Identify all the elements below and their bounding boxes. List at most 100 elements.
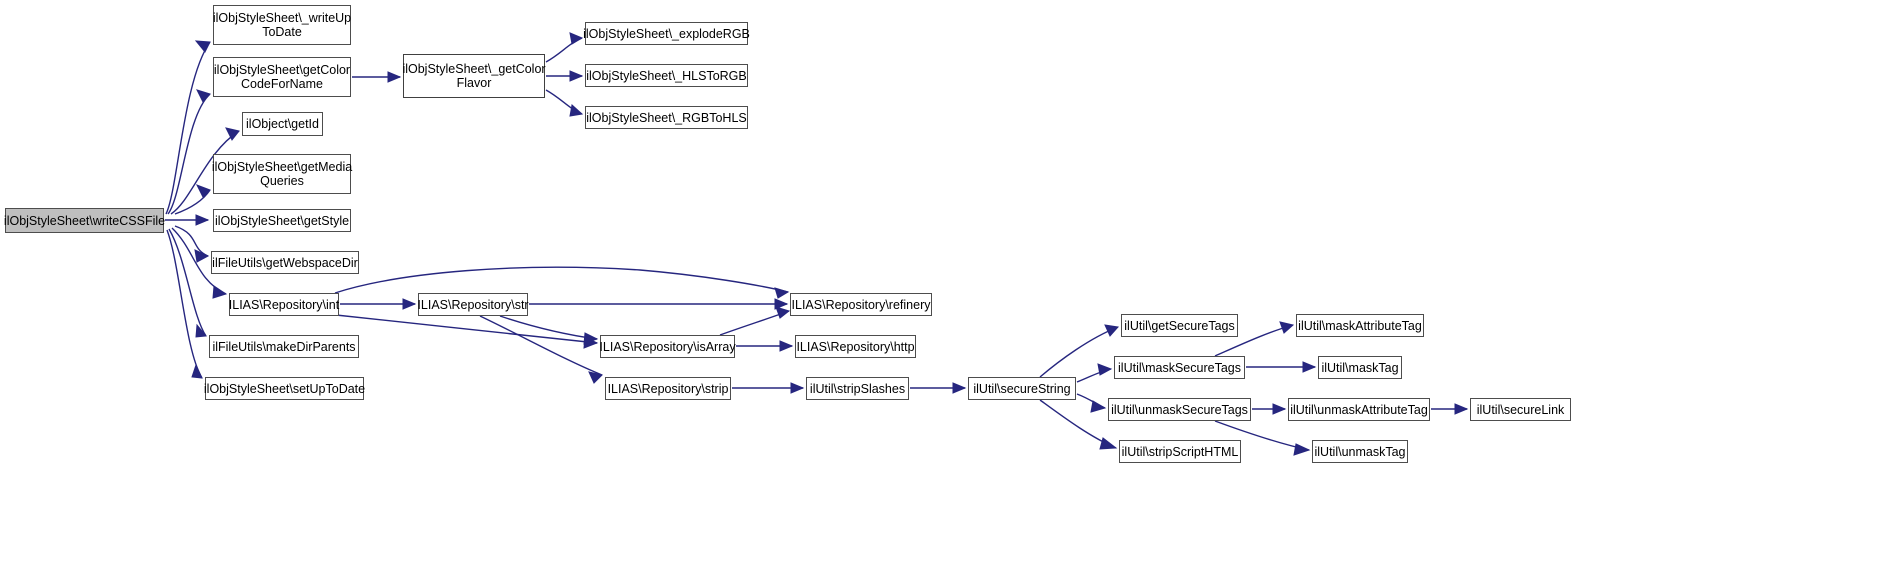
graph-node-getId[interactable]: ilObject\getId (242, 112, 323, 136)
graph-node-getColorCodeForName[interactable]: ilObjStyleSheet\getColor CodeForName (213, 57, 351, 97)
graph-node-label: ILIAS\Repository\refinery (791, 297, 931, 312)
graph-edge-arrowhead (1090, 400, 1107, 413)
graph-node-setUpToDate[interactable]: ilObjStyleSheet\setUpToDate (203, 377, 366, 400)
graph-edge-arrowhead (195, 184, 211, 198)
graph-node-secureString[interactable]: ilUtil\secureString (968, 377, 1076, 400)
graph-edge-arrowhead (1104, 324, 1119, 337)
graph-edge-writeCSSFile-to-getColorCodeForName (167, 93, 211, 215)
graph-node-label: ilObjStyleSheet\_getColor Flavor (402, 62, 546, 90)
graph-edge-secureString-to-stripScriptHTML (1039, 399, 1117, 449)
graph-edge-arrowhead (775, 306, 791, 319)
graph-edge-arrowhead (569, 70, 584, 82)
graph-node-maskSecureTags[interactable]: ilUtil\maskSecureTags (1114, 356, 1245, 379)
graph-edge-secureString-to-unmaskSecureTags (1076, 393, 1106, 409)
graph-edge-arrowhead (1097, 363, 1113, 376)
graph-node-label: ILIAS\Repository\str (417, 297, 529, 312)
graph-edge-writeCSSFile-to-makeDirParents (168, 228, 207, 337)
graph-node-label: ilUtil\maskAttributeTag (1298, 318, 1422, 333)
graph-edge-arrowhead (779, 340, 794, 352)
graph-edge-arrowhead (402, 298, 417, 310)
graph-node-label: ilObjStyleSheet\getStyle (214, 213, 350, 228)
graph-edge-secureString-to-getSecureTags (1039, 326, 1119, 378)
graph-node-label: ilUtil\stripScriptHTML (1121, 444, 1239, 459)
graph-node-label: ilFileUtils\getWebspaceDir (212, 255, 358, 270)
graph-edge-secureString-to-maskSecureTags (1076, 368, 1112, 383)
graph-edge-arrowhead (1454, 403, 1469, 415)
graph-node-RGBToHLS[interactable]: ilObjStyleSheet\_RGBToHLS (585, 106, 748, 129)
graph-node-label: ilObjStyleSheet\getColor CodeForName (213, 63, 351, 91)
graph-edge-arrowhead (225, 127, 240, 141)
graph-edge-getColorFlavor-to-explodeRGB (545, 37, 583, 63)
graph-edge-arrowhead (195, 214, 210, 226)
graph-edge-arrowhead (588, 371, 603, 384)
graph-edge-int-to-refinery (334, 266, 789, 294)
graph-edge-arrowhead (1272, 403, 1287, 415)
graph-node-label: ilUtil\unmaskTag (1314, 444, 1406, 459)
graph-edge-arrowhead (790, 382, 805, 394)
graph-node-makeDirParents[interactable]: ilFileUtils\makeDirParents (209, 335, 359, 358)
graph-edge-arrowhead (191, 363, 203, 379)
graph-node-writeUpToDate[interactable]: ilObjStyleSheet\_writeUp ToDate (213, 5, 351, 45)
graph-node-label: ilObjStyleSheet\setUpToDate (203, 381, 366, 396)
graph-edge-writeCSSFile-to-getMediaQueries (174, 189, 211, 215)
graph-node-label: ilUtil\stripSlashes (809, 381, 906, 396)
graph-edge-int-to-isArray (335, 314, 598, 344)
graph-node-secureLink[interactable]: ilUtil\secureLink (1470, 398, 1571, 421)
graph-node-http[interactable]: ILIAS\Repository\http (795, 335, 916, 358)
graph-node-writeCSSFile[interactable]: ilObjStyleSheet\writeCSSFile (3, 208, 166, 233)
graph-node-HLSToRGB[interactable]: ilObjStyleSheet\_HLSToRGB (585, 64, 748, 87)
graph-edge-arrowhead (194, 249, 210, 263)
graph-node-label: ILIAS\Repository\strip (607, 381, 729, 396)
graph-edge-arrowhead (774, 298, 789, 310)
graph-node-getStyle[interactable]: ilObjStyleSheet\getStyle (213, 209, 351, 232)
graph-node-label: ilObjStyleSheet\_HLSToRGB (586, 68, 747, 83)
graph-node-isArray[interactable]: ILIAS\Repository\isArray (599, 335, 736, 358)
graph-edge-isArray-to-refinery (719, 310, 790, 336)
graph-edge-arrowhead (1099, 437, 1118, 450)
graph-node-label: ilObjStyleSheet\_explodeRGB (583, 26, 750, 41)
graph-node-label: ilObjStyleSheet\_RGBToHLS (586, 110, 747, 125)
graph-node-label: ilUtil\secureLink (1476, 402, 1565, 417)
graph-node-unmaskTag[interactable]: ilUtil\unmaskTag (1312, 440, 1408, 463)
graph-edge-writeCSSFile-to-getWebspaceDir (174, 225, 209, 257)
graph-edge-arrowhead (194, 40, 211, 53)
graph-node-label: ILIAS\Repository\http (796, 339, 915, 354)
graph-node-getColorFlavor[interactable]: ilObjStyleSheet\_getColor Flavor (402, 54, 546, 98)
graph-edge-writeCSSFile-to-setUpToDate (166, 229, 203, 379)
graph-edge-arrowhead (196, 89, 211, 103)
graph-node-stripScriptHTML[interactable]: ilUtil\stripScriptHTML (1119, 440, 1241, 463)
graph-node-unmaskSecureTags[interactable]: ilUtil\unmaskSecureTags (1108, 398, 1251, 421)
graph-edge-getColorFlavor-to-RGBToHLS (545, 89, 583, 115)
graph-node-label: ilObjStyleSheet\getMedia Queries (211, 160, 353, 188)
graph-node-explodeRGB[interactable]: ilObjStyleSheet\_explodeRGB (583, 22, 750, 45)
graph-edge-arrowhead (583, 336, 599, 349)
graph-edge-arrowhead (1302, 361, 1317, 373)
graph-node-getWebspaceDir[interactable]: ilFileUtils\getWebspaceDir (211, 251, 359, 274)
graph-node-str[interactable]: ILIAS\Repository\str (417, 293, 529, 316)
graph-node-label: ilObject\getId (246, 117, 319, 131)
graph-edge-arrowhead (569, 104, 584, 117)
graph-node-maskAttributeTag[interactable]: ilUtil\maskAttributeTag (1296, 314, 1424, 337)
graph-node-maskTag[interactable]: ilUtil\maskTag (1318, 356, 1402, 379)
graph-node-strip[interactable]: ILIAS\Repository\strip (605, 377, 731, 400)
graph-node-getSecureTags[interactable]: ilUtil\getSecureTags (1121, 314, 1238, 337)
graph-node-refinery[interactable]: ILIAS\Repository\refinery (790, 293, 932, 316)
graph-node-label: ilObjStyleSheet\_writeUp ToDate (212, 11, 352, 39)
graph-edge-arrowhead (583, 332, 599, 345)
graph-edge-arrowhead (1293, 443, 1311, 456)
graph-edge-arrowhead (387, 71, 402, 83)
graph-edge-str-to-strip (479, 315, 603, 376)
graph-node-int[interactable]: ILIAS\Repository\int (229, 293, 339, 316)
graph-node-label: ilObjStyleSheet\writeCSSFile (3, 213, 166, 228)
graph-node-unmaskAttributeTag[interactable]: ilUtil\unmaskAttributeTag (1288, 398, 1430, 421)
graph-node-label: ilUtil\maskSecureTags (1118, 360, 1241, 375)
graph-node-label: ilUtil\maskTag (1321, 360, 1399, 375)
graph-node-getMediaQueries[interactable]: ilObjStyleSheet\getMedia Queries (211, 154, 353, 194)
graph-node-label: ilUtil\getSecureTags (1124, 318, 1235, 333)
graph-edge-arrowhead (195, 323, 207, 338)
graph-edge-arrowhead (569, 32, 584, 45)
graph-node-stripSlashes[interactable]: ilUtil\stripSlashes (806, 377, 909, 400)
graph-edge-arrowhead (774, 287, 790, 299)
graph-node-label: ilFileUtils\makeDirParents (212, 339, 356, 354)
